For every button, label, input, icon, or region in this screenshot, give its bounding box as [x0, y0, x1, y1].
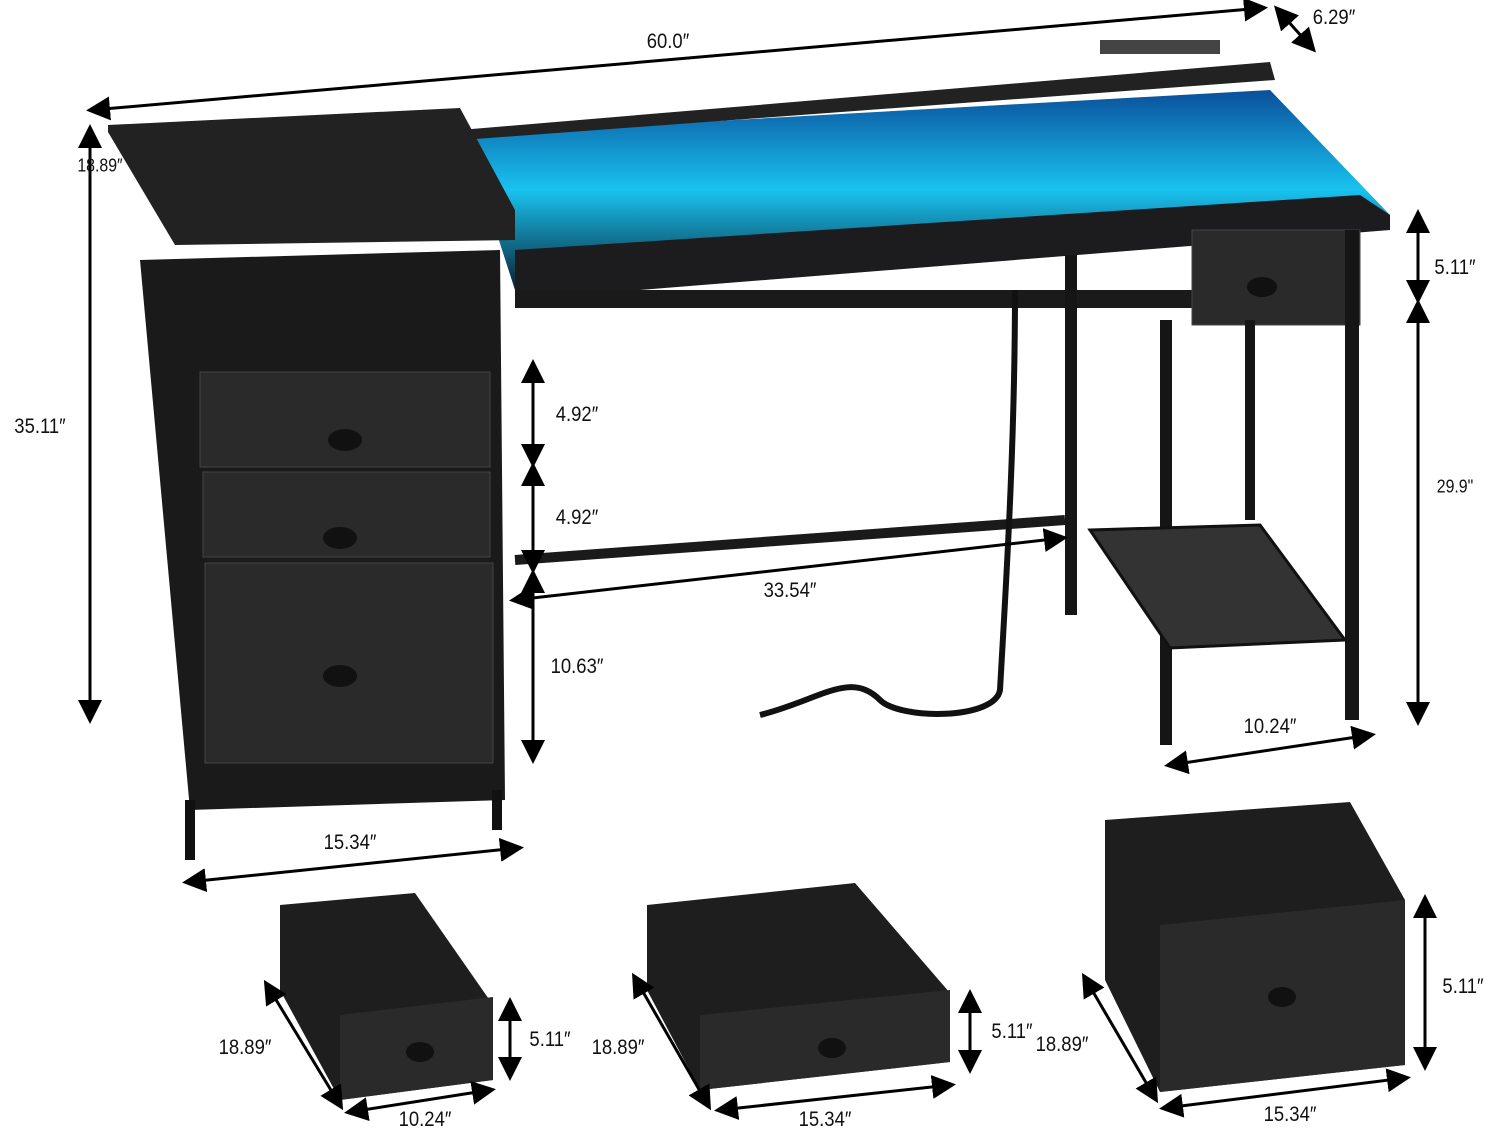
power-cord: [759, 289, 1018, 718]
dim-cabinet-width: 15.34″: [323, 831, 377, 854]
drawer3-width: 15.34″: [1263, 1103, 1317, 1126]
drawer-top: [199, 371, 491, 468]
dim-shelf-depth: 6.29″: [1312, 6, 1356, 29]
dim-desk-depth: 18.89″: [77, 155, 123, 176]
mesh-shelf: [1087, 523, 1348, 650]
desk: [108, 40, 1390, 860]
desktop-right: [515, 195, 1390, 300]
power-strip: [1100, 40, 1220, 54]
drawer3-height: 5.11″: [1442, 975, 1484, 998]
keyboard-tray: [515, 290, 1195, 308]
dimension-arrows: [78, 0, 1437, 1122]
drawer2-width: 15.34″: [798, 1108, 852, 1131]
dim-right-drawer-height: 5.11″: [1434, 256, 1476, 279]
drawer1-height: 5.11″: [529, 1028, 571, 1051]
drawer-illustrations: [280, 802, 1405, 1100]
dim-total-height: 35.11″: [14, 415, 66, 438]
drawer3-depth: 18.89″: [1035, 1033, 1089, 1056]
drawer1-width: 10.24″: [398, 1108, 452, 1131]
dim-drawer2-height: 4.92″: [555, 506, 599, 529]
drawer1-depth: 18.89″: [218, 1036, 272, 1059]
dim-file-drawer-height: 10.63″: [550, 655, 604, 678]
desktop-left: [108, 108, 515, 245]
dim-drawer1-height: 4.92″: [555, 403, 599, 426]
right-drawer: [1191, 229, 1361, 326]
drawer2-height: 5.11″: [991, 1020, 1033, 1043]
dim-knee-width: 33.54″: [763, 579, 817, 602]
dim-total-width: 60.0″: [646, 30, 690, 53]
dim-right-drawer-width: 10.24″: [1243, 715, 1297, 738]
dim-right-leg-height: 29.9": [1436, 476, 1474, 497]
drawer-file: [204, 562, 494, 764]
drawer2-depth: 18.89″: [591, 1036, 645, 1059]
